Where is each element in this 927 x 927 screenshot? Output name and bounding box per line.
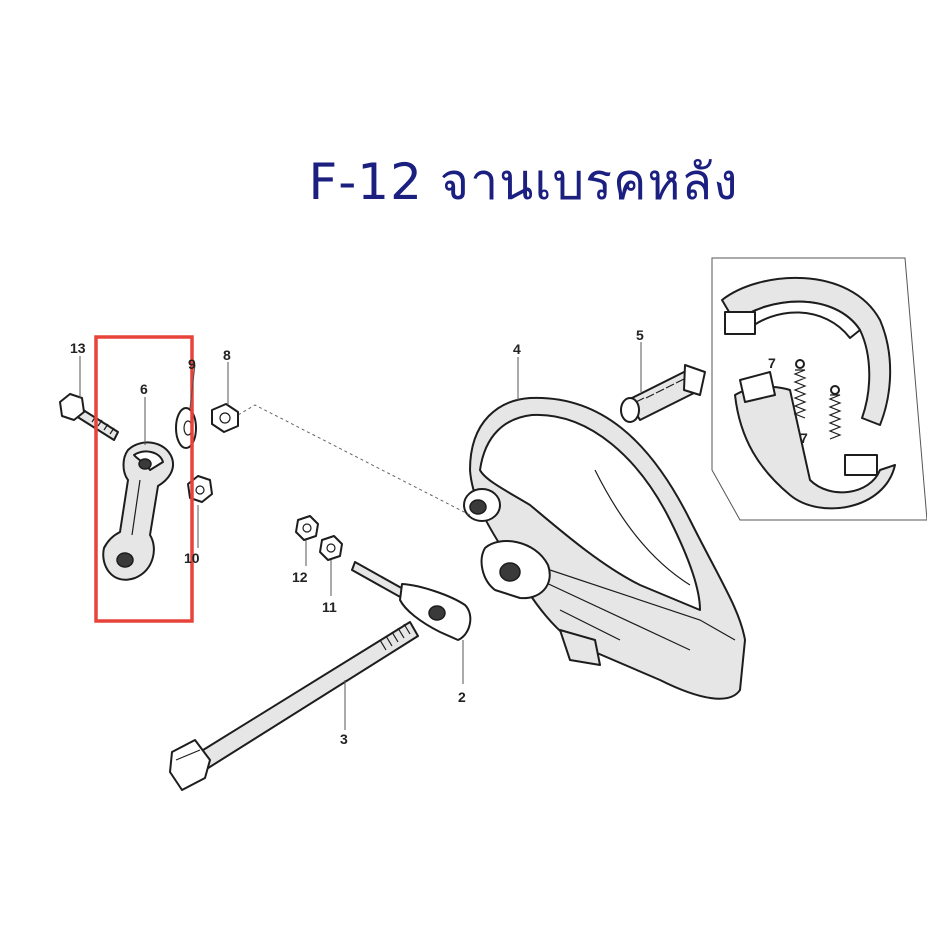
nut-12: [295, 515, 319, 541]
callout-4: 4: [513, 341, 521, 357]
callout-5: 5: [636, 327, 644, 343]
brake-cam: [620, 364, 706, 423]
page-title: F-12 จานเบรคหลัง: [308, 153, 739, 211]
callout-8: 8: [223, 347, 231, 363]
highlight-box: [94, 335, 194, 623]
callout-9: 9: [188, 356, 196, 372]
callout-7b: 7: [800, 430, 808, 446]
bolt-13: [59, 393, 119, 441]
nut-11: [319, 535, 343, 561]
callout-12: 12: [292, 569, 308, 585]
leader-lines: [79, 342, 642, 730]
callout-10: 10: [184, 550, 200, 566]
callout-7a: 7: [768, 355, 776, 371]
callout-2: 2: [458, 689, 466, 705]
callout-11: 11: [322, 599, 337, 615]
brake-shoe-inset: [711, 257, 927, 521]
brake-panel: [463, 396, 746, 700]
stopper-arm: [351, 561, 472, 641]
guide-line: [237, 404, 471, 516]
callout-6: 6: [140, 381, 148, 397]
callout-3: 3: [340, 731, 348, 747]
torque-link: [102, 441, 174, 581]
axle-bolt: [169, 621, 419, 791]
callout-13: 13: [70, 340, 86, 356]
nut-10: [187, 475, 213, 503]
nut-8: [211, 403, 239, 433]
